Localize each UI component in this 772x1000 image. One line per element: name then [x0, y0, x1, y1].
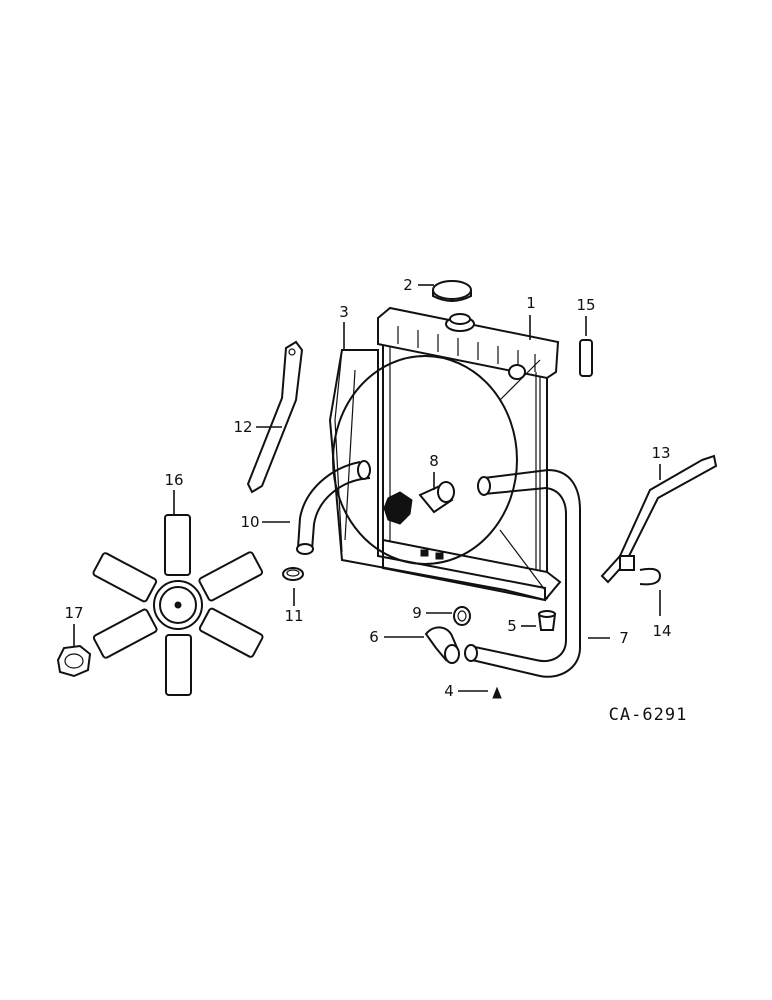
spacer-17 [56, 644, 92, 678]
drawing-code: CA-6291 [609, 705, 688, 725]
callout-4: 4 [444, 682, 454, 700]
callout-3: 3 [339, 303, 349, 321]
callout-7: 7 [619, 629, 629, 647]
plug-5 [537, 610, 557, 631]
element-15 [579, 339, 593, 377]
leader-lines [73, 284, 661, 692]
elbow-6 [424, 626, 460, 664]
hose-7 [464, 468, 581, 678]
bracket-13 [600, 454, 718, 584]
callout-16: 16 [164, 471, 183, 489]
callout-9: 9 [412, 604, 422, 622]
callout-6: 6 [369, 628, 379, 646]
callout-2: 2 [403, 276, 413, 294]
callout-8: 8 [429, 452, 439, 470]
callout-17: 17 [64, 604, 83, 622]
element-4 [492, 686, 502, 699]
callout-15: 15 [576, 296, 595, 314]
fan-16 [92, 514, 264, 696]
callout-11: 11 [284, 607, 303, 625]
callout-12: 12 [233, 418, 252, 436]
callout-1: 1 [526, 294, 536, 312]
fan-shroud [328, 349, 546, 602]
clip-14 [639, 567, 662, 586]
callout-5: 5 [507, 617, 517, 635]
callout-13: 13 [651, 444, 670, 462]
bracket-12 [246, 340, 304, 494]
callout-14: 14 [652, 622, 671, 640]
callout-labels: 1 2 3 4 5 6 7 8 9 10 11 12 13 14 15 16 1… [64, 276, 671, 700]
clamp-11 [282, 567, 304, 581]
callout-10: 10 [240, 513, 259, 531]
cap-2 [432, 280, 472, 302]
hose-10 [296, 460, 371, 555]
radiator-core [377, 306, 562, 602]
ring-9 [453, 606, 471, 626]
